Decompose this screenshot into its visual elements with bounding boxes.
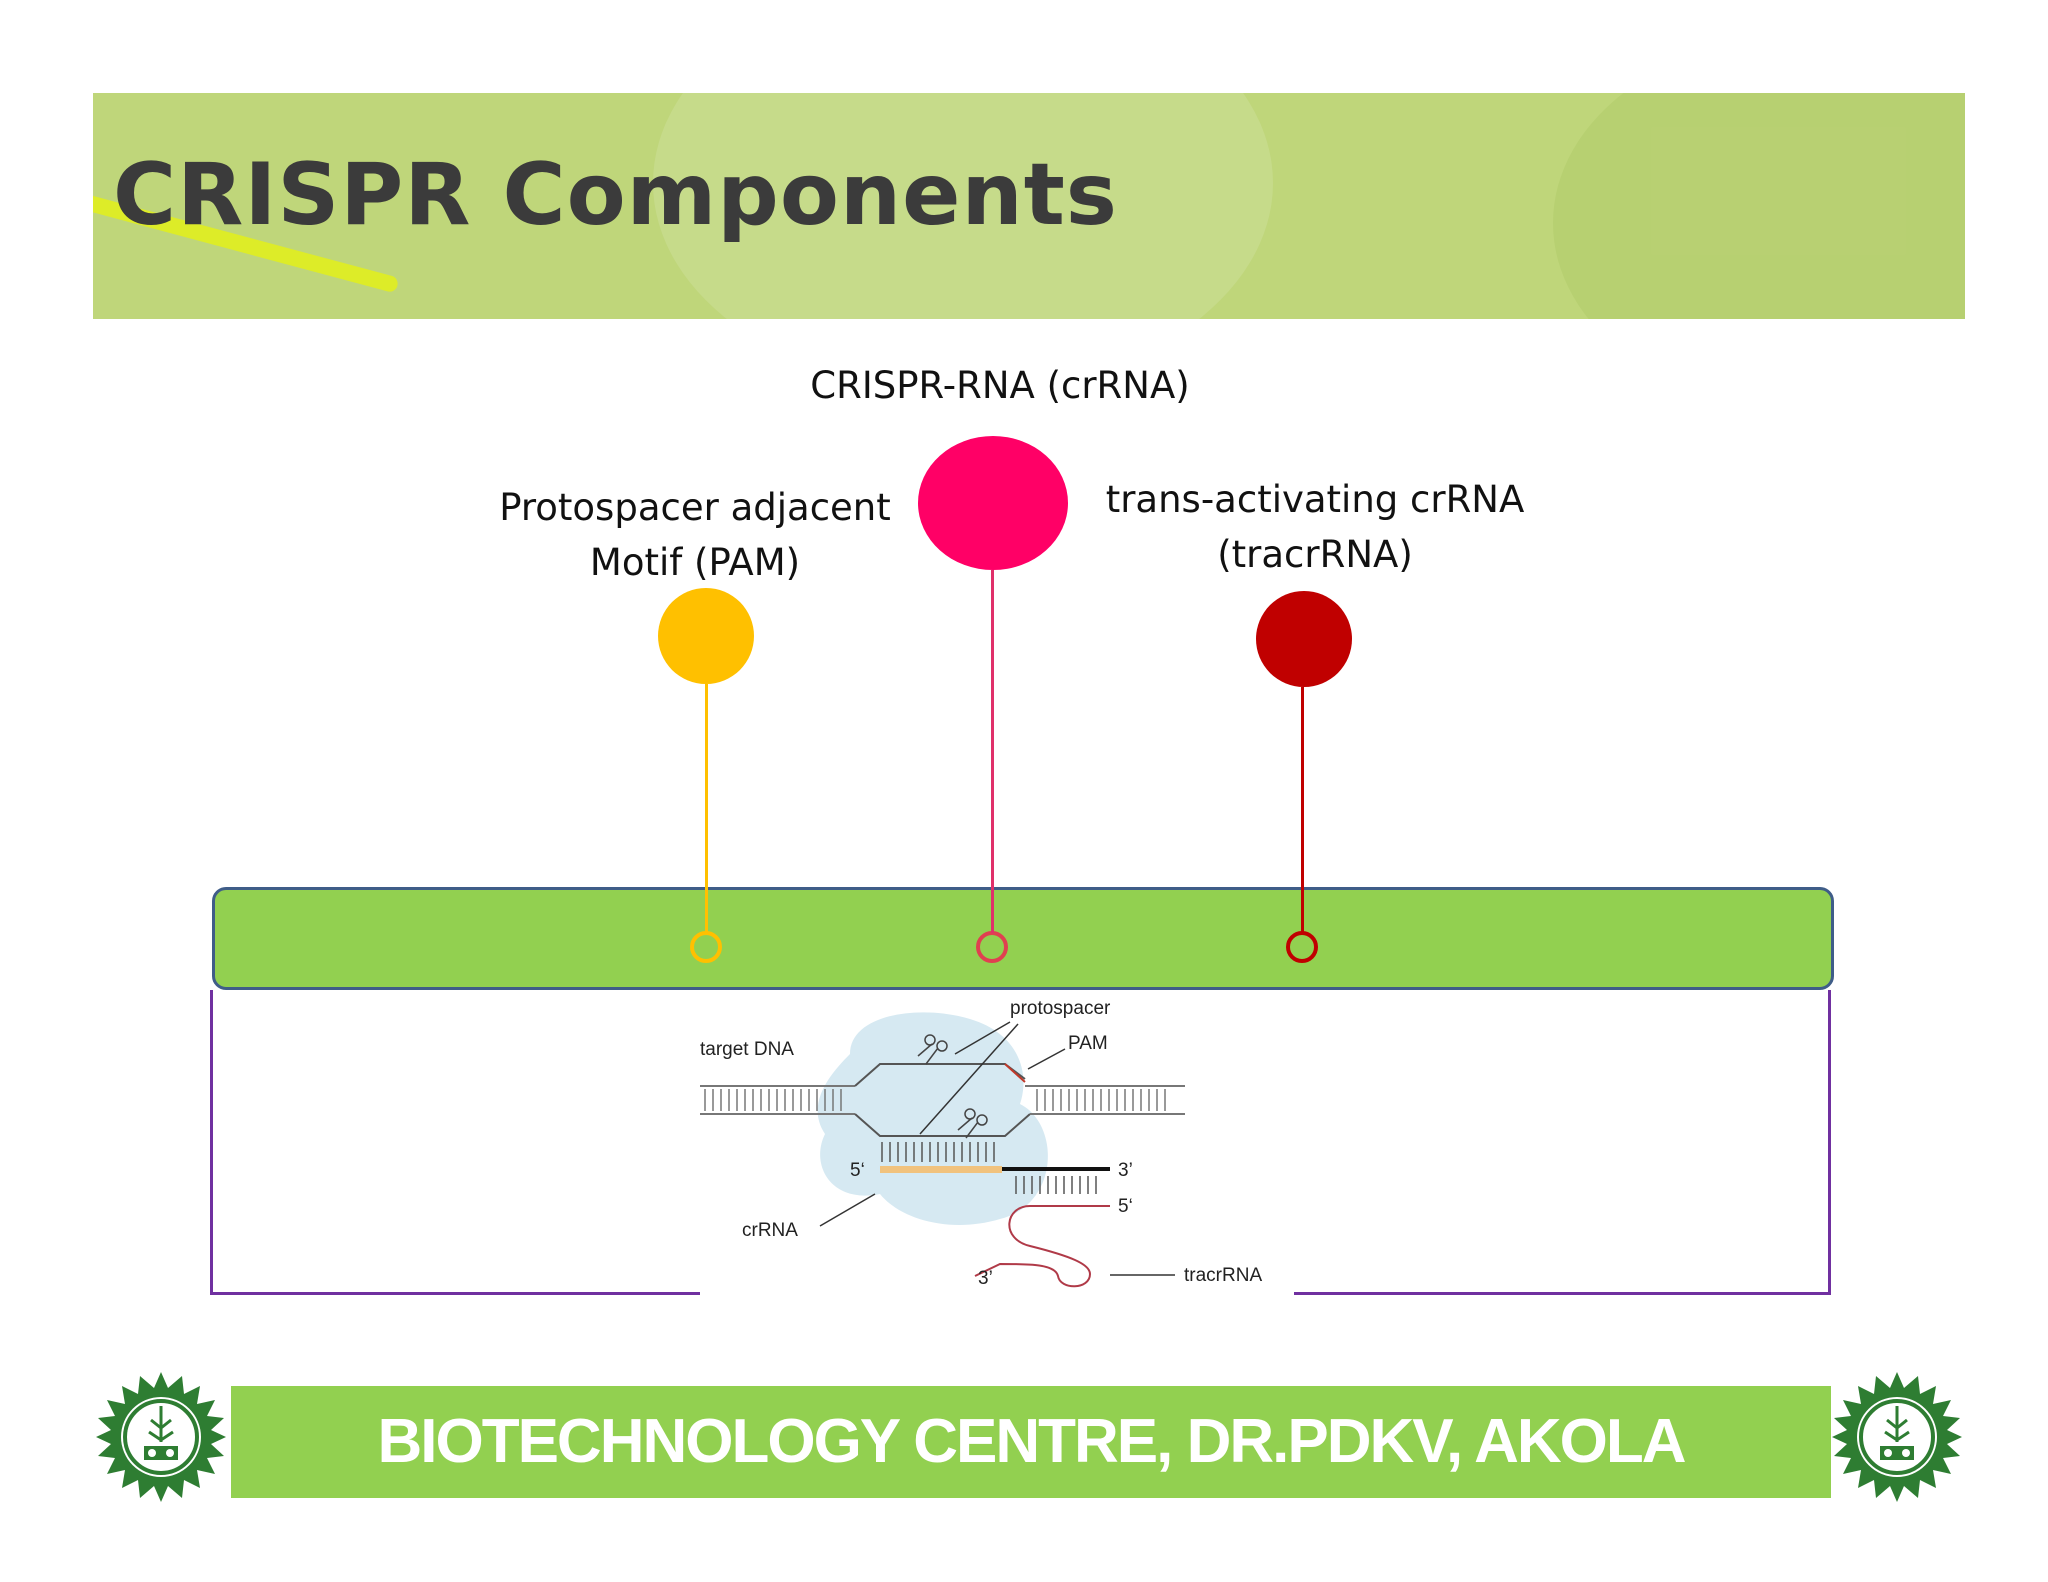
crrna-target-rungs: [881, 1142, 995, 1162]
target-dna-text: target DNA: [700, 1039, 794, 1060]
pam-pointer: [1027, 1048, 1066, 1070]
title-decoration: [653, 93, 1273, 319]
dna-open-top: [854, 1063, 1026, 1087]
crrna-label: CRISPR-RNA (crRNA): [810, 364, 1190, 407]
five-prime-b-text: 5‘: [1118, 1196, 1133, 1217]
pam-strand: [1004, 1063, 1026, 1083]
crrna-stem: [991, 570, 994, 943]
crrna-stem-inner: [991, 887, 994, 933]
tracrrna-dot: [1256, 591, 1352, 687]
three-prime-b-text: 3’: [978, 1268, 993, 1289]
university-emblem-icon: [1830, 1370, 1964, 1504]
dna-open-bottom: [854, 1113, 1031, 1137]
pam-ring: [690, 931, 722, 963]
protospacer-text: protospacer: [1010, 998, 1111, 1019]
tracrrna-stem-inner: [1301, 887, 1304, 933]
pam-text: PAM: [1068, 1033, 1108, 1054]
crrna-ring: [976, 931, 1008, 963]
pam-stem: [705, 684, 708, 943]
protospacer-pointer: [954, 1021, 1011, 1055]
tracrrna-label: trans-activating crRNA (tracrRNA): [1090, 472, 1540, 582]
dna-right-rungs: [1036, 1089, 1166, 1111]
three-prime-a-text: 3’: [1118, 1160, 1133, 1181]
tracrrna-strand: [974, 1205, 1110, 1288]
dna-left-rungs: [704, 1089, 842, 1111]
pam-stem-inner: [705, 887, 708, 933]
crrna-spacer: [880, 1166, 1002, 1173]
protospacer-pointer: [919, 1023, 1019, 1135]
scissors-icon: [917, 1034, 948, 1065]
tracrrna-ring: [1286, 931, 1318, 963]
pam-label: Protospacer adjacent Motif (PAM): [480, 480, 910, 590]
footer-title: BIOTECHNOLOGY CENTRE, DR.PDKV, AKOLA: [377, 1407, 1686, 1476]
pam-dot: [658, 588, 754, 684]
footer-bar: BIOTECHNOLOGY CENTRE, DR.PDKV, AKOLA: [231, 1386, 1831, 1498]
green-bar: [212, 887, 1834, 990]
five-prime-a-text: 5‘: [850, 1160, 865, 1181]
tracrrna-rungs: [1015, 1176, 1097, 1194]
title-band: CRISPR Components: [93, 93, 1965, 319]
tracrrna-stem: [1301, 687, 1304, 943]
scissors-icon: [957, 1108, 988, 1139]
tracrrna-label-line1: trans-activating crRNA: [1105, 478, 1525, 521]
slide-title: CRISPR Components: [113, 145, 1118, 245]
tracrrna-text: tracrRNA: [1184, 1265, 1262, 1286]
pam-label-line2: Motif (PAM): [589, 541, 801, 584]
pam-label-line1: Protospacer adjacent: [499, 486, 891, 529]
crrna-pointer: [819, 1193, 876, 1227]
university-emblem-icon: [94, 1370, 228, 1504]
crispr-diagram: protospacer target DNA PAM 5‘ 3’ 5‘ crRN…: [700, 994, 1294, 1296]
tracrrna-label-line2: (tracrRNA): [1217, 533, 1413, 576]
title-decoration: [1553, 93, 1965, 319]
crispr-diagram-svg: protospacer target DNA PAM 5‘ 3’ 5‘ crRN…: [700, 998, 1262, 1289]
crrna-text: crRNA: [742, 1220, 798, 1241]
crrna-dot: [918, 436, 1068, 570]
